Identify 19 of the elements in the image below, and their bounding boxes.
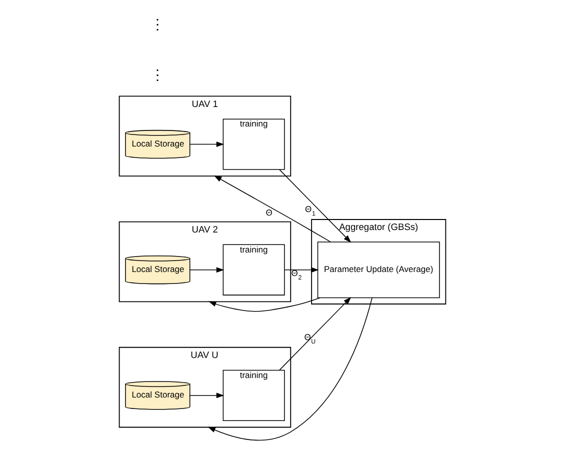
arrow (213, 175, 330, 242)
edge-label: Θ$_{2}$ (290, 268, 302, 282)
label: ⋮ (150, 16, 164, 32)
arrow (208, 297, 320, 312)
label: ⋮ (150, 66, 164, 82)
node-box: Parameter Update (Average) (316, 242, 440, 298)
node-box: training (222, 118, 284, 170)
arrow (278, 297, 351, 370)
arrow (278, 169, 351, 243)
arrow (189, 267, 224, 273)
edge-label: Θ$_{U}$ (304, 332, 316, 346)
node-box: training (222, 370, 284, 422)
arrow (284, 267, 318, 273)
edge-label: Θ (265, 207, 272, 218)
arrow (189, 142, 224, 147)
arrow (189, 392, 224, 398)
node-box: training (222, 244, 284, 296)
edge-label: Θ$_{1}$ (304, 204, 315, 218)
arrow (207, 298, 372, 441)
